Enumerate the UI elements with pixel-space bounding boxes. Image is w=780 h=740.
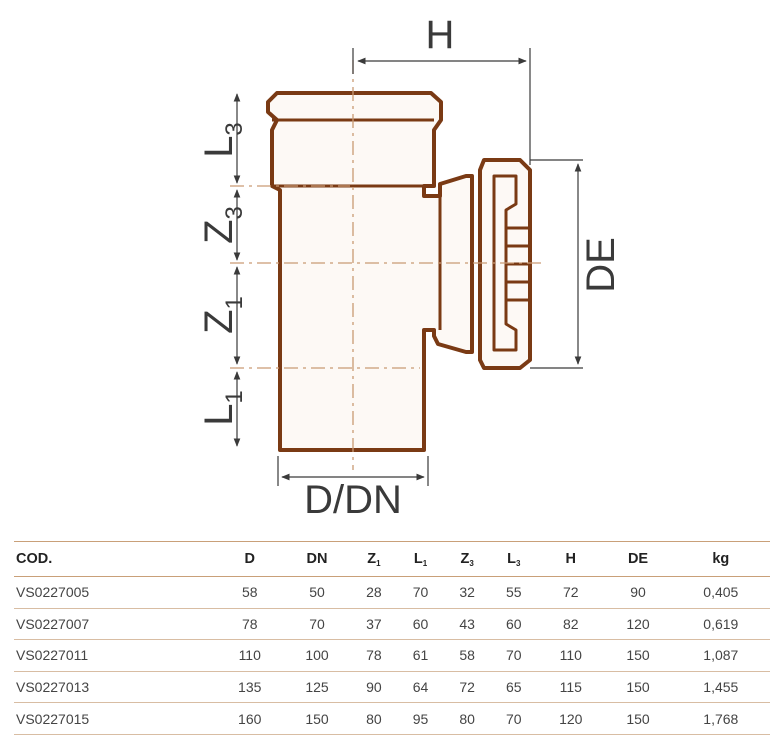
cell-de: 150 — [604, 671, 672, 704]
cell-de: 120 — [604, 608, 672, 641]
cell-de: 150 — [604, 639, 672, 672]
cell-l3: 55 — [490, 576, 538, 609]
cell-l3: 60 — [490, 608, 538, 641]
cell-cod: VS0227005 — [14, 576, 217, 609]
cell-kg: 1,455 — [671, 671, 770, 704]
svg-text:L3: L3 — [197, 122, 248, 158]
svg-text:DE: DE — [579, 237, 623, 293]
cell-cod: VS0227011 — [14, 639, 217, 672]
col-header-h: H — [537, 541, 605, 577]
svg-text:Z1: Z1 — [197, 296, 248, 334]
cell-dn: 50 — [283, 576, 351, 609]
svg-text:L1: L1 — [197, 390, 248, 426]
z1-label: Z1 — [197, 296, 248, 334]
cell-z1: 28 — [350, 576, 398, 609]
cell-de: 150 — [604, 702, 672, 735]
col-header-dn: DN — [283, 541, 351, 577]
dimension-lines — [233, 48, 583, 486]
cell-h: 82 — [537, 608, 605, 641]
l3-label: L3 — [197, 122, 248, 158]
cell-z1: 78 — [350, 639, 398, 672]
cell-h: 115 — [537, 671, 605, 704]
branch-cap-inner — [492, 174, 518, 352]
cell-de: 90 — [604, 576, 672, 609]
cell-l1: 60 — [397, 608, 444, 641]
col-header-de: DE — [604, 541, 672, 577]
de-label: DE — [579, 237, 623, 293]
cell-dn: 125 — [283, 671, 351, 704]
cell-l3: 70 — [490, 639, 538, 672]
table-row: VS0227011 110 100 78 61 58 70 110 150 1,… — [14, 639, 770, 672]
cell-cod: VS0227015 — [14, 702, 217, 735]
cap-ribs — [506, 226, 528, 302]
cell-z3: 58 — [443, 639, 491, 672]
cell-kg: 0,405 — [671, 576, 770, 609]
col-header-l1: L1 — [397, 541, 444, 577]
cell-cod: VS0227007 — [14, 608, 217, 641]
cell-d: 135 — [216, 671, 284, 704]
cell-z3: 80 — [443, 702, 491, 735]
tee-fitting-drawing: H L3 Z3 Z1 L1 D/DN DE — [197, 13, 623, 522]
cell-dn: 150 — [283, 702, 351, 735]
table-row: VS0227005 58 50 28 70 32 55 72 90 0,405 — [14, 576, 770, 609]
cell-l3: 70 — [490, 702, 538, 735]
cell-kg: 1,768 — [671, 702, 770, 735]
cell-d: 110 — [216, 639, 284, 672]
col-header-z1: Z1 — [350, 541, 398, 577]
z3-label: Z3 — [197, 206, 248, 244]
specs-table: COD. D DN Z1 L1 Z3 L3 H DE kg VS0227005 … — [14, 541, 770, 735]
cell-l1: 61 — [397, 639, 444, 672]
cell-kg: 1,087 — [671, 639, 770, 672]
cell-d: 58 — [216, 576, 284, 609]
cell-l1: 70 — [397, 576, 444, 609]
main-pipe-outline — [266, 91, 474, 452]
cell-z1: 80 — [350, 702, 398, 735]
cell-cod: VS0227013 — [14, 671, 217, 704]
cell-z3: 72 — [443, 671, 491, 704]
col-header-l3: L3 — [490, 541, 538, 577]
l1-label: L1 — [197, 390, 248, 426]
col-header-cod: COD. — [14, 541, 217, 577]
cell-h: 120 — [537, 702, 605, 735]
cell-z1: 37 — [350, 608, 398, 641]
col-header-kg: kg — [671, 541, 770, 577]
cell-l3: 65 — [490, 671, 538, 704]
h-label: H — [426, 13, 455, 57]
col-header-d: D — [216, 541, 284, 577]
center-lines — [230, 60, 545, 470]
cell-h: 110 — [537, 639, 605, 672]
cell-dn: 70 — [283, 608, 351, 641]
cell-z3: 43 — [443, 608, 491, 641]
cell-kg: 0,619 — [671, 608, 770, 641]
cell-z3: 32 — [443, 576, 491, 609]
col-header-z3: Z3 — [443, 541, 491, 577]
table-row: VS0227015 160 150 80 95 80 70 120 150 1,… — [14, 702, 770, 735]
cell-d: 160 — [216, 702, 284, 735]
table-header-row: COD. D DN Z1 L1 Z3 L3 H DE kg — [14, 541, 770, 577]
cell-l1: 95 — [397, 702, 444, 735]
cell-l1: 64 — [397, 671, 444, 704]
cell-h: 72 — [537, 576, 605, 609]
svg-text:Z3: Z3 — [197, 206, 248, 244]
cell-dn: 100 — [283, 639, 351, 672]
cell-z1: 90 — [350, 671, 398, 704]
table-row: VS0227013 135 125 90 64 72 65 115 150 1,… — [14, 671, 770, 704]
d-dn-label: D/DN — [304, 478, 402, 522]
table-row: VS0227007 78 70 37 60 43 60 82 120 0,619 — [14, 608, 770, 641]
cell-d: 78 — [216, 608, 284, 641]
pipe-body — [266, 91, 532, 452]
